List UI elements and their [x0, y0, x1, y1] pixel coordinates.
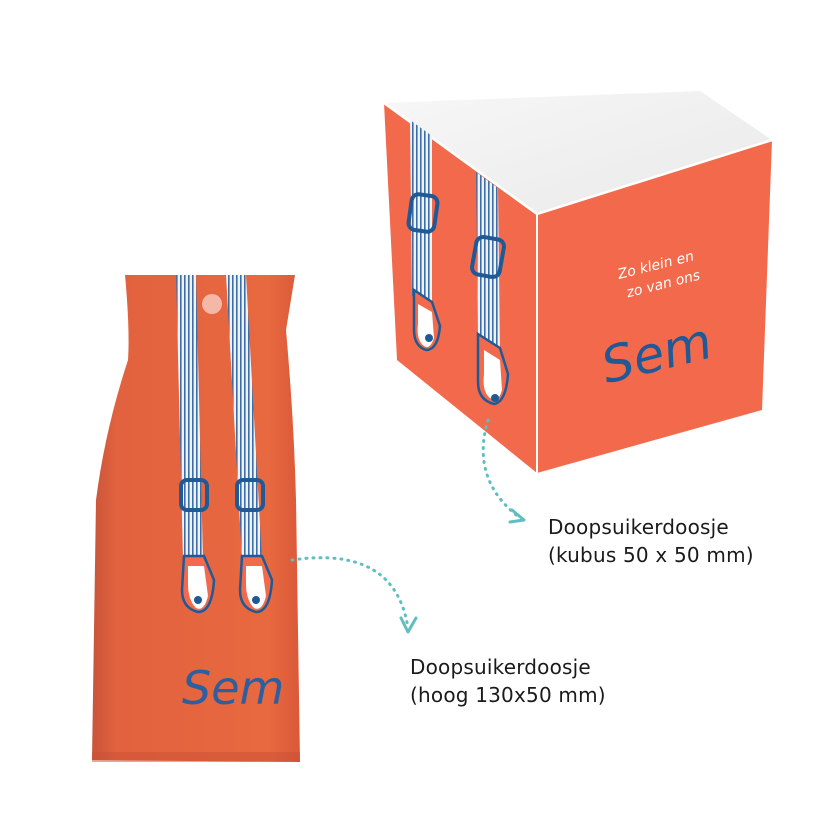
tall-strap-right — [226, 275, 274, 614]
hang-hole — [202, 294, 222, 314]
tall-caption: Doopsuikerdoosje (hoog 130x50 mm) — [410, 653, 606, 709]
tall-caption-title: Doopsuikerdoosje — [410, 655, 591, 679]
tall-box-name: Sem — [182, 661, 284, 715]
cube-strap-right — [470, 172, 510, 406]
cube-caption: Doopsuikerdoosje (kubus 50 x 50 mm) — [548, 513, 754, 569]
cube-caption-title: Doopsuikerdoosje — [548, 515, 729, 539]
cube-box: Zo klein en zo van ons Sem — [383, 91, 773, 473]
tall-box: Sem — [92, 275, 300, 762]
tall-caption-spec: (hoog 130x50 mm) — [410, 683, 606, 707]
cube-arrow — [481, 418, 526, 524]
cube-top-face — [384, 91, 772, 214]
cube-right-face — [537, 140, 772, 473]
cube-caption-spec: (kubus 50 x 50 mm) — [548, 543, 754, 567]
tall-strap-left — [176, 275, 216, 614]
tall-arrow — [290, 556, 418, 634]
cube-strap-left — [406, 120, 442, 352]
